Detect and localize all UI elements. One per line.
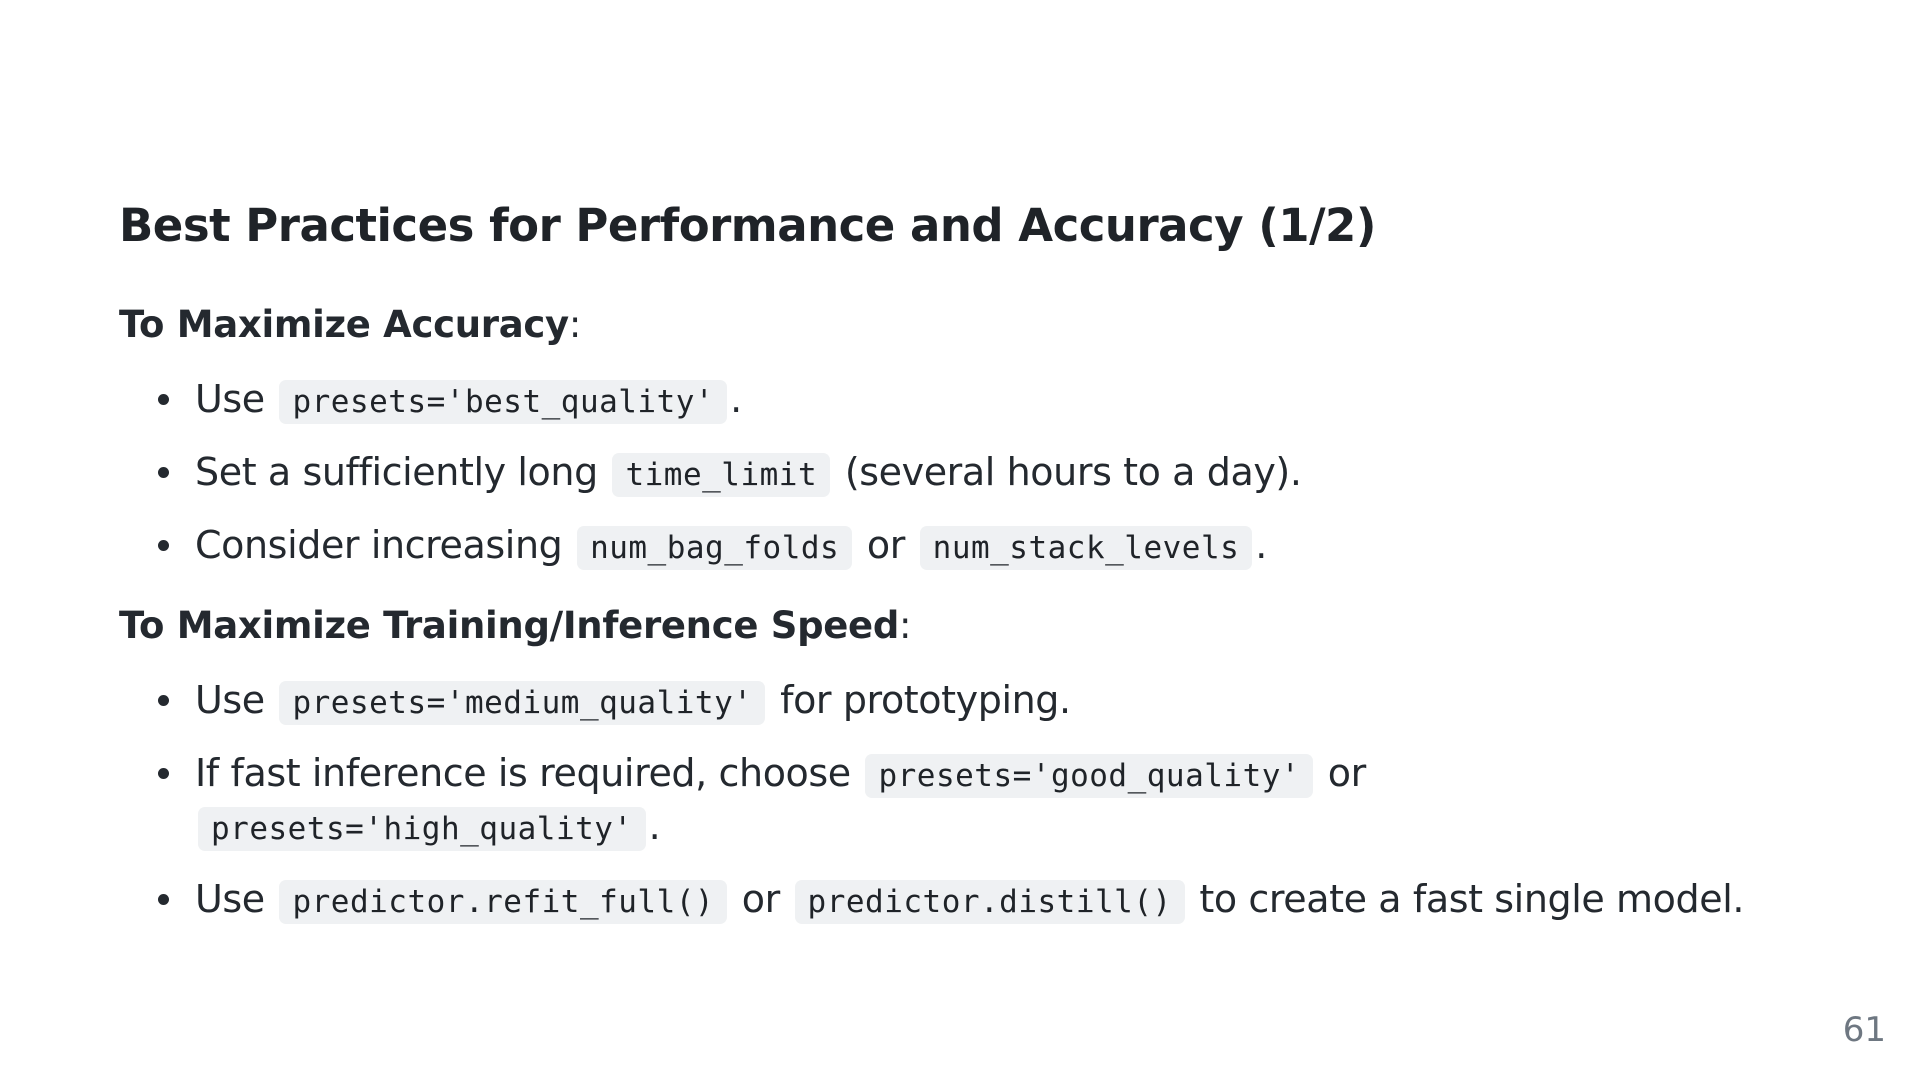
code-snippet: predictor.refit_full() — [279, 880, 728, 924]
section-heading-colon: : — [568, 303, 581, 346]
code-snippet: presets='high_quality' — [198, 807, 646, 851]
accuracy-list: Use presets='best_quality'. Set a suffic… — [119, 374, 1819, 573]
item-text: or — [866, 523, 905, 567]
list-item: Use predictor.refit_full() or predictor.… — [158, 874, 1819, 927]
item-text: or — [741, 877, 780, 921]
item-text: (several hours to a day). — [844, 450, 1302, 494]
slide-content: Best Practices for Performance and Accur… — [119, 196, 1819, 955]
item-text: . — [730, 377, 742, 421]
section-heading-colon: : — [899, 604, 912, 647]
page-number: 61 — [1842, 1010, 1886, 1050]
item-text: Use — [195, 678, 265, 722]
code-snippet: presets='good_quality' — [865, 754, 1314, 798]
slide-title: Best Practices for Performance and Accur… — [119, 199, 1376, 252]
item-text: to create a fast single model. — [1199, 877, 1745, 921]
code-snippet: time_limit — [612, 453, 831, 497]
code-snippet: predictor.distill() — [794, 880, 1185, 924]
item-text: Use — [195, 377, 265, 421]
list-item: If fast inference is required, choose pr… — [158, 748, 1819, 854]
speed-list: Use presets='medium_quality' for prototy… — [119, 675, 1819, 927]
section-heading-accuracy: To Maximize Accuracy: — [119, 300, 1819, 350]
item-text: If fast inference is required, choose — [195, 751, 851, 795]
section-heading-text: To Maximize Accuracy — [119, 303, 569, 346]
item-text: . — [1255, 523, 1267, 567]
item-text: Use — [195, 877, 265, 921]
item-text: or — [1327, 751, 1366, 795]
item-text: for prototyping. — [780, 678, 1071, 722]
item-text: Consider increasing — [195, 523, 563, 567]
list-item: Set a sufficiently long time_limit (seve… — [158, 447, 1819, 500]
code-snippet: presets='best_quality' — [279, 380, 728, 424]
list-item: Consider increasing num_bag_folds or num… — [158, 520, 1819, 573]
item-text: . — [648, 804, 661, 848]
list-item: Use presets='best_quality'. — [158, 374, 1819, 427]
code-snippet: num_bag_folds — [577, 526, 853, 570]
code-snippet: presets='medium_quality' — [279, 681, 766, 725]
item-text: Set a sufficiently long — [195, 450, 598, 494]
list-item: Use presets='medium_quality' for prototy… — [158, 675, 1819, 728]
code-snippet: num_stack_levels — [919, 526, 1253, 570]
section-heading-text: To Maximize Training/Inference Speed — [119, 604, 900, 647]
section-heading-speed: To Maximize Training/Inference Speed: — [119, 601, 1819, 651]
